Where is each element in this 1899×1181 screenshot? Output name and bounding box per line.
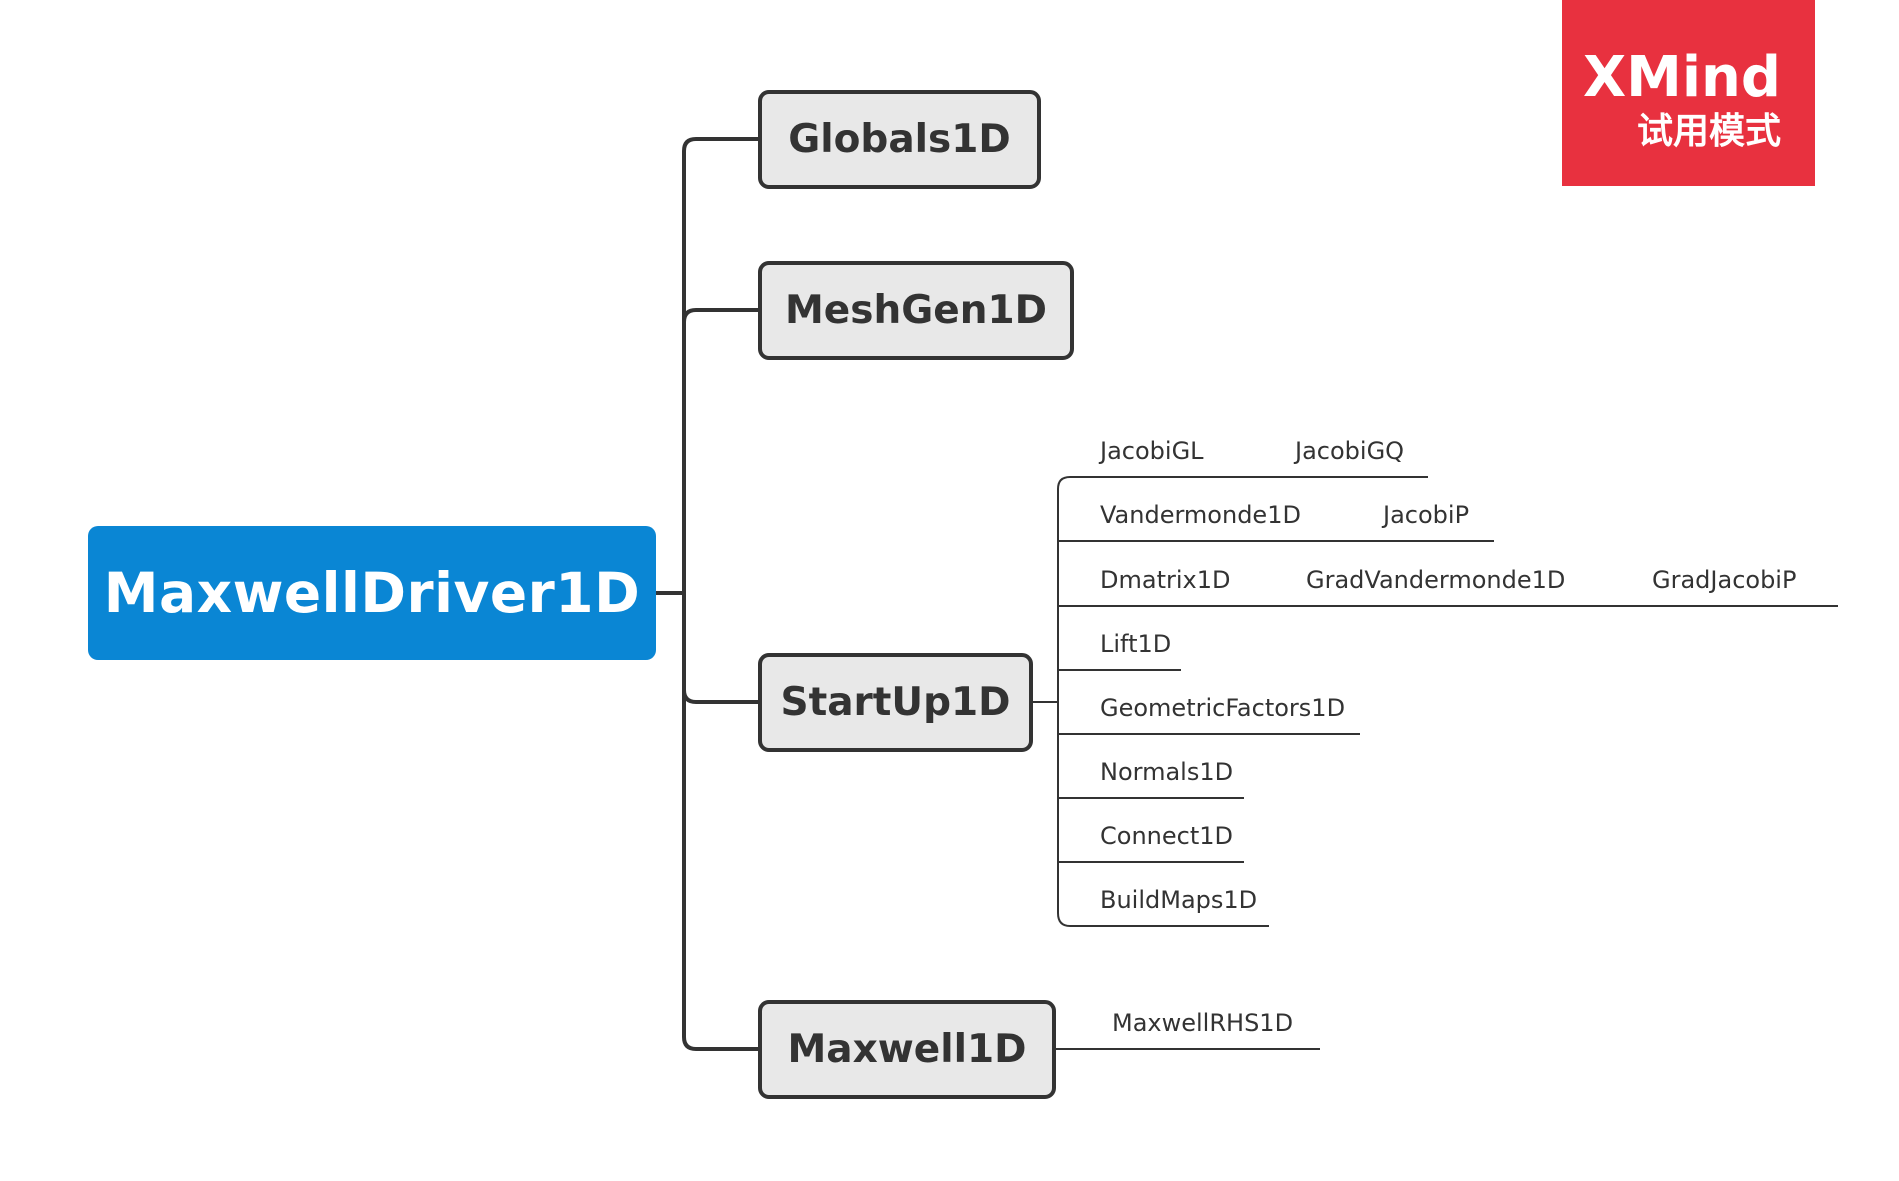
node-maxwell1d[interactable]: Maxwell1D [758, 1000, 1056, 1099]
badge-mode: 试用模式 [1636, 111, 1781, 152]
leaf-jacobigl[interactable]: JacobiGL [1100, 437, 1204, 465]
node-label: Maxwell1D [787, 1027, 1027, 1072]
badge-brand: XMind [1582, 45, 1781, 110]
root-label: MaxwellDriver1D [103, 561, 641, 625]
node-label: Globals1D [788, 117, 1011, 162]
root-node[interactable]: MaxwellDriver1D [88, 526, 656, 660]
node-globals1d[interactable]: Globals1D [758, 90, 1041, 189]
leaf-jacobip[interactable]: JacobiP [1383, 501, 1470, 529]
node-label: StartUp1D [780, 680, 1011, 725]
leaf-gradjacobip[interactable]: GradJacobiP [1652, 566, 1797, 594]
leaf-jacobigq[interactable]: JacobiGQ [1295, 437, 1405, 465]
xmind-trial-badge: XMind 试用模式 [1562, 0, 1815, 186]
leaf-connect1d[interactable]: Connect1D [1100, 822, 1233, 850]
leaf-maxwellrhs1d[interactable]: MaxwellRHS1D [1112, 1009, 1294, 1037]
node-meshgen1d[interactable]: MeshGen1D [758, 261, 1074, 360]
leaf-dmatrix1d[interactable]: Dmatrix1D [1100, 566, 1231, 594]
node-label: MeshGen1D [785, 288, 1047, 333]
leaf-normals1d[interactable]: Normals1D [1100, 758, 1234, 786]
node-startup1d[interactable]: StartUp1D [758, 653, 1033, 752]
leaf-gradvandermonde1d[interactable]: GradVandermonde1D [1306, 566, 1566, 594]
leaf-buildmaps1d[interactable]: BuildMaps1D [1100, 886, 1258, 914]
leaf-vandermonde1d[interactable]: Vandermonde1D [1100, 501, 1301, 529]
leaf-geometricfactors1d[interactable]: GeometricFactors1D [1100, 694, 1346, 722]
leaf-lift1d[interactable]: Lift1D [1100, 630, 1172, 658]
